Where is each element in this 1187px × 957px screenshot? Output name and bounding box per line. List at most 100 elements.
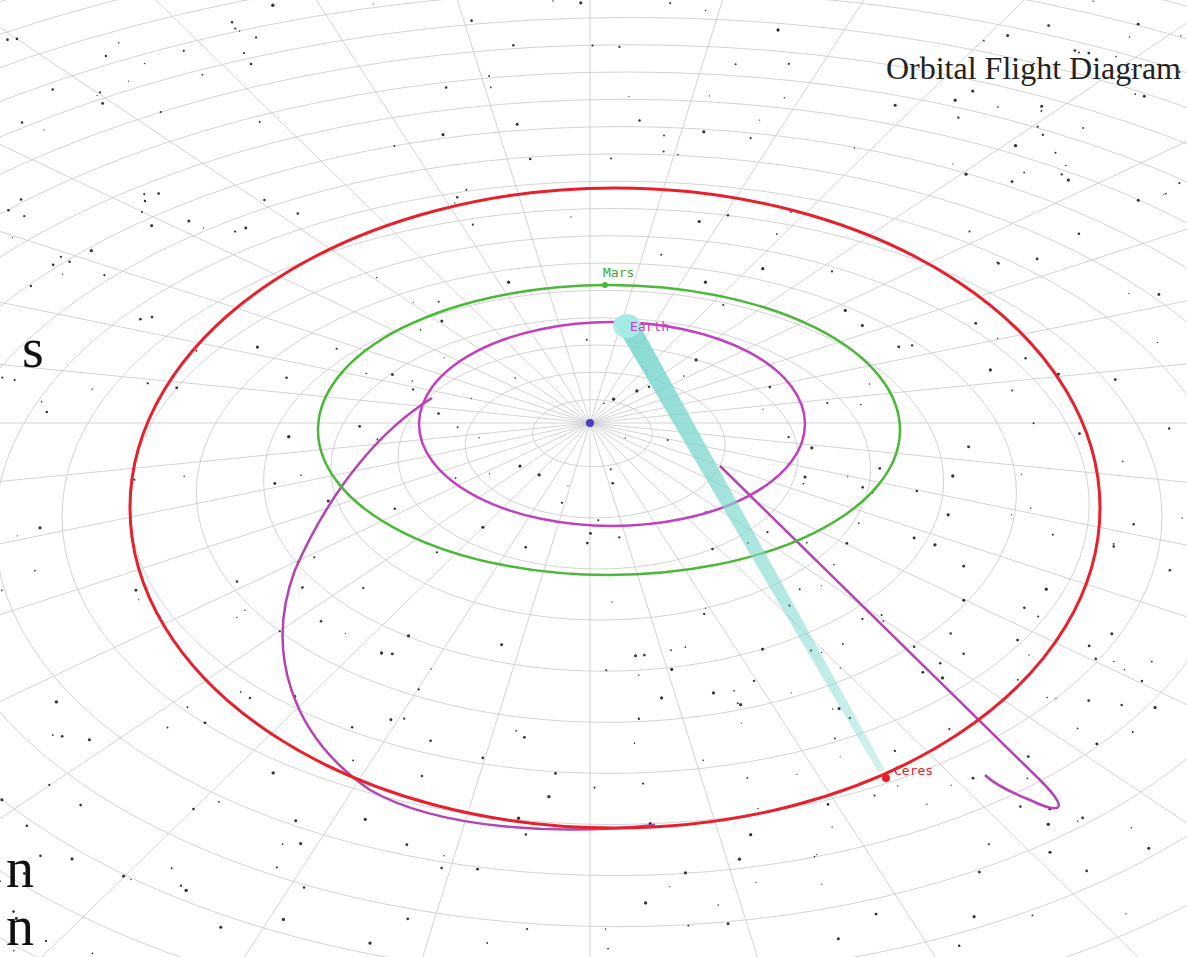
star bbox=[1151, 661, 1153, 663]
planet-label: Ceres bbox=[894, 764, 933, 777]
star bbox=[997, 337, 998, 338]
star bbox=[358, 425, 361, 428]
star bbox=[1088, 645, 1091, 648]
diagram-title: Orbital Flight Diagram bbox=[886, 52, 1181, 84]
star bbox=[739, 703, 742, 706]
star bbox=[1065, 165, 1067, 167]
grid-spoke bbox=[590, 0, 868, 423]
star bbox=[1081, 816, 1084, 819]
star bbox=[643, 654, 646, 657]
star bbox=[1132, 523, 1134, 525]
star bbox=[405, 843, 408, 846]
star bbox=[833, 564, 835, 566]
star bbox=[429, 739, 432, 742]
star bbox=[34, 570, 36, 572]
star bbox=[913, 645, 916, 648]
star bbox=[951, 474, 954, 477]
star bbox=[1011, 389, 1013, 391]
star bbox=[380, 651, 383, 654]
star bbox=[971, 90, 974, 93]
star bbox=[1165, 193, 1167, 195]
star bbox=[516, 123, 519, 126]
star bbox=[821, 884, 822, 885]
star bbox=[983, 40, 985, 42]
star bbox=[250, 63, 253, 66]
trajectory bbox=[283, 398, 655, 829]
star bbox=[776, 28, 779, 31]
star bbox=[442, 133, 445, 136]
star bbox=[610, 157, 612, 159]
star bbox=[436, 551, 438, 553]
ceres-body bbox=[882, 774, 890, 782]
star bbox=[1047, 823, 1050, 826]
star bbox=[861, 324, 864, 327]
star bbox=[1095, 743, 1098, 746]
star bbox=[1023, 172, 1025, 174]
grid-spoke bbox=[0, 423, 590, 731]
grid-ring bbox=[264, 290, 944, 671]
star bbox=[144, 200, 147, 203]
star bbox=[939, 662, 941, 664]
star bbox=[826, 402, 828, 404]
star bbox=[878, 467, 881, 470]
grid-spoke bbox=[590, 115, 1187, 423]
star bbox=[974, 322, 977, 325]
grid-spoke bbox=[590, 423, 1137, 957]
star bbox=[667, 439, 669, 441]
star bbox=[336, 348, 338, 350]
star bbox=[834, 738, 836, 740]
star bbox=[403, 718, 405, 720]
star bbox=[1124, 669, 1126, 671]
grid-ring bbox=[465, 372, 725, 518]
star bbox=[476, 868, 479, 871]
star bbox=[722, 304, 724, 306]
star bbox=[299, 842, 302, 845]
star bbox=[894, 750, 896, 752]
star bbox=[1163, 194, 1164, 195]
star bbox=[151, 316, 154, 319]
star bbox=[593, 787, 595, 789]
star bbox=[393, 508, 396, 511]
star bbox=[1181, 517, 1182, 518]
grid-spoke bbox=[0, 423, 590, 424]
grid-ring bbox=[0, 99, 1187, 957]
star bbox=[538, 473, 541, 476]
grid-ring bbox=[398, 345, 798, 569]
star bbox=[79, 804, 82, 807]
grid-spoke bbox=[0, 423, 590, 957]
star bbox=[749, 833, 752, 836]
grid-spoke bbox=[0, 423, 590, 957]
star bbox=[488, 75, 490, 77]
star bbox=[759, 119, 760, 120]
star bbox=[638, 718, 640, 720]
star bbox=[844, 309, 847, 312]
star bbox=[634, 742, 636, 744]
star bbox=[881, 614, 883, 616]
star bbox=[586, 542, 589, 545]
grid-spoke bbox=[590, 0, 1187, 423]
star bbox=[1113, 661, 1115, 663]
star bbox=[1110, 632, 1113, 635]
star bbox=[130, 879, 131, 880]
star bbox=[705, 10, 706, 11]
star bbox=[605, 928, 607, 930]
grid-spoke bbox=[590, 423, 1187, 579]
star bbox=[1031, 915, 1033, 917]
star bbox=[858, 522, 860, 524]
star bbox=[954, 99, 957, 102]
star bbox=[750, 137, 752, 139]
grid-ring bbox=[0, 127, 1187, 957]
star bbox=[1, 589, 3, 591]
star bbox=[1134, 93, 1136, 95]
star bbox=[1157, 293, 1160, 296]
star bbox=[840, 667, 841, 668]
grid-ring bbox=[196, 263, 1016, 722]
star bbox=[243, 52, 245, 54]
star bbox=[684, 871, 687, 874]
star bbox=[51, 88, 54, 91]
star bbox=[138, 599, 139, 600]
star bbox=[832, 708, 833, 709]
star bbox=[234, 231, 236, 233]
